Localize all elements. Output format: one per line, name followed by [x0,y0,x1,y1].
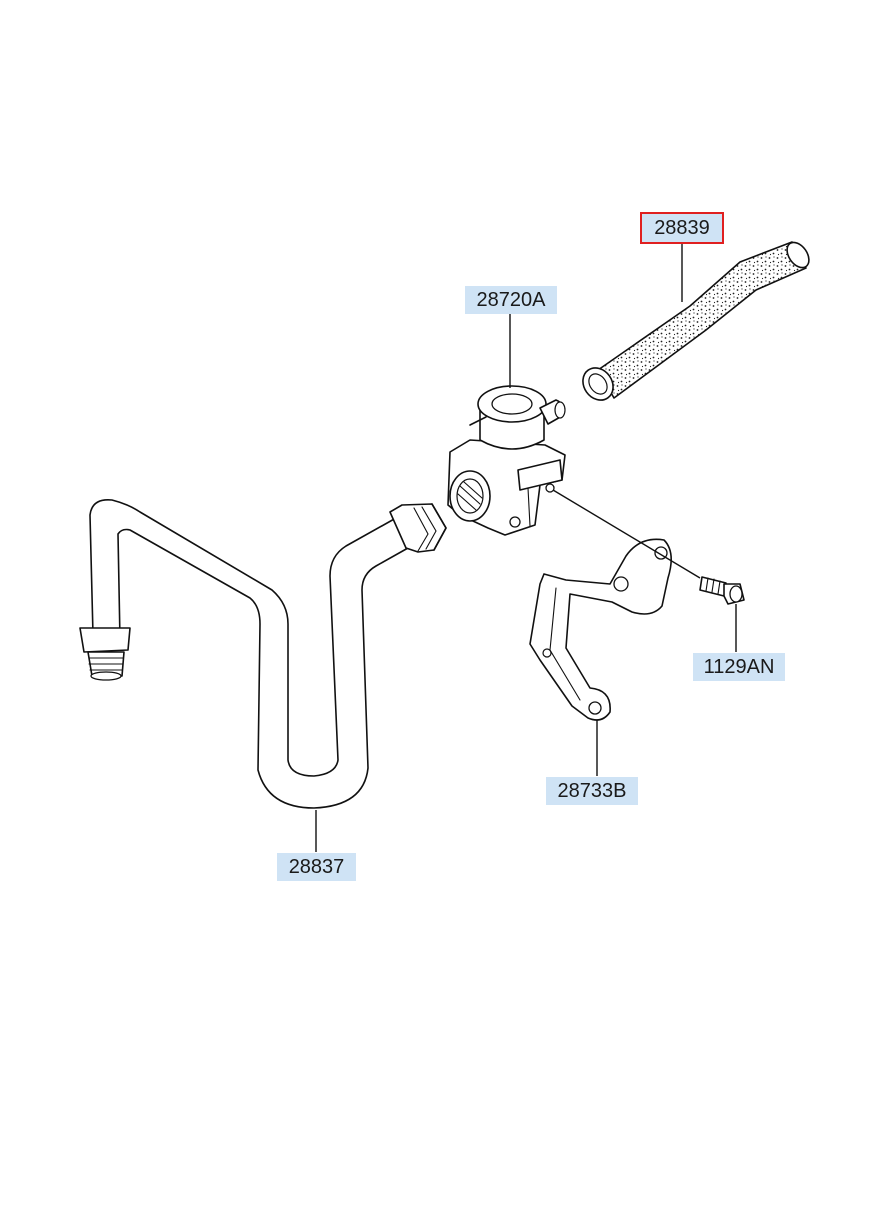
pipe-28837[interactable] [79,498,447,809]
valve-28720A[interactable] [447,385,566,536]
bracket-28733B[interactable] [529,538,672,721]
callout-28839[interactable]: 28839 [640,212,724,244]
hose-28839[interactable] [577,238,814,406]
callout-28733B[interactable]: 28733B [546,777,638,805]
bolt-1129AN[interactable] [699,576,745,605]
callout-1129AN[interactable]: 1129AN [693,653,785,681]
callout-28720A[interactable]: 28720A [465,286,557,314]
callout-28837[interactable]: 28837 [277,853,356,881]
leader-lines [315,243,737,852]
